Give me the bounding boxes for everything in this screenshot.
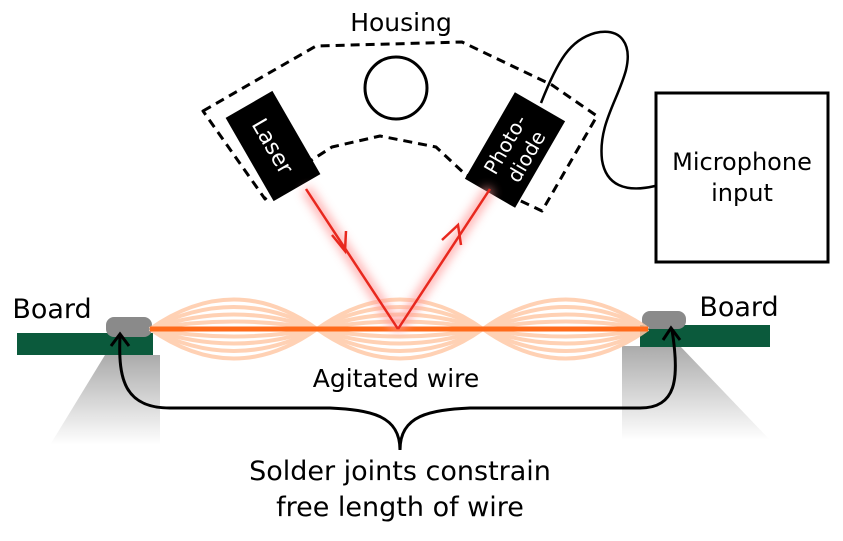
laser-beam-incident: [304, 188, 400, 330]
left-board-label: Board: [12, 294, 91, 325]
laser-body: [225, 90, 321, 202]
laser-beam-reflected: [396, 188, 492, 330]
housing-aperture: [363, 55, 429, 121]
microphone-input-box: [654, 91, 830, 264]
caption-line2: free length of wire: [276, 492, 524, 523]
housing-outline: [201, 40, 599, 213]
right-brace-arrowhead: [661, 325, 682, 341]
left-brace-arrow: [118, 335, 402, 451]
right-support-shadow: [622, 346, 770, 440]
left-brace-arrowhead: [109, 331, 131, 347]
microphone-input-label-line1: Microphone: [672, 148, 812, 176]
housing-label: Housing: [350, 8, 452, 37]
reflected-beam-arrow: [441, 222, 463, 246]
photodiode-body: [464, 92, 566, 208]
right-board-label: Board: [699, 292, 778, 323]
photodiode-cable: [539, 30, 656, 190]
left-solder-joint: [106, 317, 152, 337]
photodiode: Photo- diode: [464, 92, 566, 208]
laser: Laser: [225, 90, 321, 202]
agitated-wire-label: Agitated wire: [313, 364, 480, 393]
right-brace-arrow: [398, 329, 677, 451]
left-support-shadow: [50, 355, 160, 445]
right-solder-joint: [642, 311, 686, 329]
incident-beam-arrow: [331, 230, 348, 255]
microphone-input-label-line2: input: [711, 179, 773, 207]
caption-line1: Solder joints constrain: [249, 456, 551, 487]
